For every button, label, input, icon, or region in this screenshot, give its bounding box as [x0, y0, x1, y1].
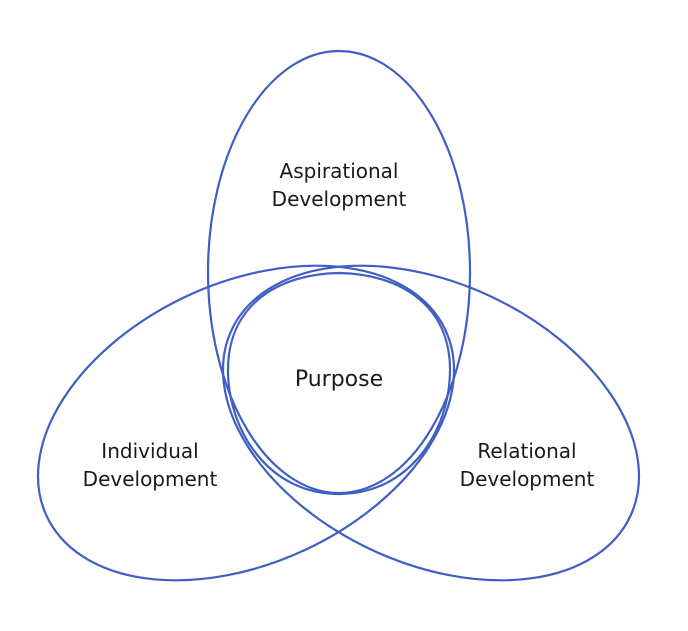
- purpose-label: Purpose: [295, 367, 383, 392]
- relational-ellipse: [221, 264, 641, 582]
- individual-ellipse: [36, 264, 456, 582]
- purpose-shape: [226, 271, 452, 496]
- relational-label-line1: Relational: [477, 439, 576, 463]
- aspirational-label-line2: Development: [272, 187, 407, 211]
- aspirational-label-line1: Aspirational: [280, 159, 399, 183]
- individual-label-line1: Individual: [101, 439, 198, 463]
- relational-label-line2: Development: [460, 467, 595, 491]
- individual-label-line2: Development: [83, 467, 218, 491]
